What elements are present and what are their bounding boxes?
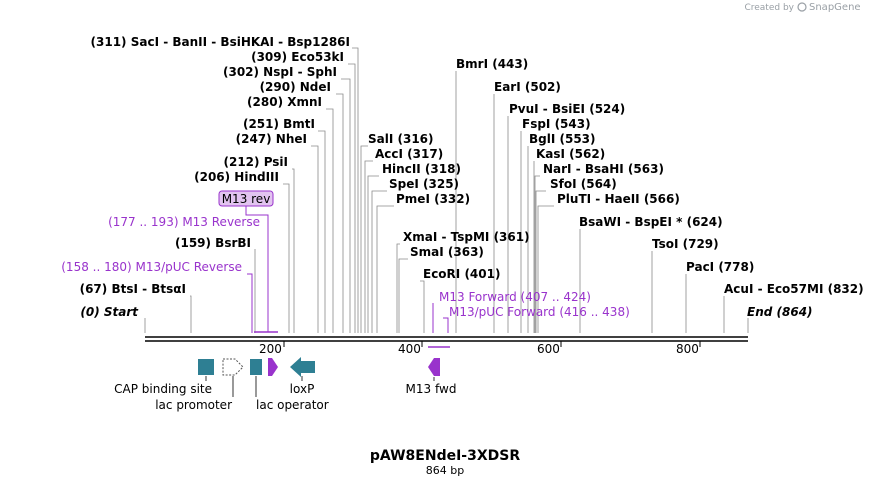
- site-label: SalI (316): [368, 132, 434, 146]
- site-label: (280) XmnI: [247, 95, 322, 109]
- cap-binding-site-feature[interactable]: [198, 359, 214, 375]
- site-label: TsoI (729): [652, 237, 719, 251]
- feature-label: lac operator: [256, 398, 329, 412]
- site-label: FspI (543): [522, 117, 591, 131]
- site-label-start: (0) Start: [80, 305, 139, 319]
- credit: Created by SnapGene: [744, 2, 860, 13]
- site-label: PmeI (332): [396, 192, 470, 206]
- site-label: (212) PsiI: [224, 155, 289, 169]
- site-label: (309) Eco53kI: [251, 50, 344, 64]
- site-label: PvuI - BsiEI (524): [509, 102, 625, 116]
- left-site-labels: (311) SacI - BanII - BsiHKAI - Bsp1286I …: [80, 35, 350, 319]
- ruler: 200 400 600 800: [259, 341, 701, 356]
- m13-rev-feature[interactable]: [268, 358, 278, 376]
- site-label: (206) HindIII: [194, 170, 279, 184]
- site-label: EcoRI (401): [423, 267, 500, 281]
- site-label: BsaWI - BspEI * (624): [579, 215, 723, 229]
- site-label: BglI (553): [529, 132, 596, 146]
- site-label: (247) NheI: [236, 132, 307, 146]
- site-label: HincII (318): [382, 162, 461, 176]
- plasmid-name: pAW8ENdeI-3XDSR: [370, 448, 520, 464]
- primer-brackets: [245, 206, 450, 348]
- site-label: SpeI (325): [389, 177, 459, 191]
- credit-brand: SnapGene: [809, 2, 861, 13]
- ruler-tick-label: 400: [398, 342, 421, 356]
- feature-labels: CAP binding site lac promoter lac operat…: [114, 382, 456, 412]
- site-label: PluTI - HaeII (566): [557, 192, 680, 206]
- feature-label: loxP: [290, 382, 315, 396]
- m13-fwd-feature[interactable]: [428, 358, 440, 376]
- site-label: NarI - BsaHI (563): [543, 162, 664, 176]
- site-label: PacI (778): [686, 260, 754, 274]
- dna-backbone: [145, 336, 748, 342]
- primer-label: (177 .. 193) M13 Reverse: [108, 215, 260, 229]
- site-label: AcuI - Eco57MI (832): [724, 282, 864, 296]
- feature-leader-lines: [205, 376, 435, 397]
- primer-labels: M13 rev (177 .. 193) M13 Reverse (158 ..…: [61, 190, 630, 319]
- site-label: (311) SacI - BanII - BsiHKAI - Bsp1286I: [91, 35, 350, 49]
- site-label: XmaI - TspMI (361): [403, 230, 530, 244]
- site-label: (67) BtsI - BtsαI: [80, 282, 186, 296]
- site-label: SmaI (363): [410, 245, 484, 259]
- feature-label: lac promoter: [155, 398, 232, 412]
- site-label: EarI (502): [494, 80, 561, 94]
- right-site-labels: SalI (316) AccI (317) HincII (318) SpeI …: [368, 57, 864, 319]
- site-label: (302) NspI - SphI: [223, 65, 337, 79]
- site-leader-lines: [144, 47, 749, 333]
- site-label: (251) BmtI: [243, 117, 315, 131]
- site-label: BmrI (443): [456, 57, 528, 71]
- ruler-tick-label: 200: [259, 342, 282, 356]
- plasmid-length: 864 bp: [426, 464, 464, 477]
- primer-label: M13/pUC Forward (416 .. 438): [449, 305, 630, 319]
- lac-operator-feature[interactable]: [250, 359, 262, 375]
- credit-prefix: Created by: [744, 3, 794, 13]
- site-label: (290) NdeI: [260, 80, 331, 94]
- primer-label: M13 Forward (407 .. 424): [439, 290, 591, 304]
- primer-label-m13-rev: M13 rev: [222, 192, 271, 206]
- site-label: AccI (317): [375, 147, 443, 161]
- site-label: KasI (562): [536, 147, 605, 161]
- primer-label: (158 .. 180) M13/pUC Reverse: [61, 260, 242, 274]
- map-title: pAW8ENdeI-3XDSR 864 bp: [370, 448, 520, 477]
- ruler-tick-label: 600: [537, 342, 560, 356]
- loxp-feature[interactable]: [290, 357, 315, 377]
- site-label: SfoI (564): [550, 177, 617, 191]
- lac-promoter-feature[interactable]: [222, 358, 244, 376]
- feature-label: M13 fwd: [406, 382, 457, 396]
- feature-label: CAP binding site: [114, 382, 212, 396]
- site-label: (159) BsrBI: [175, 236, 251, 250]
- ruler-tick-label: 800: [676, 342, 699, 356]
- site-label-end: End (864): [747, 305, 813, 319]
- snapgene-logo-icon: [797, 2, 807, 12]
- features: [198, 357, 440, 377]
